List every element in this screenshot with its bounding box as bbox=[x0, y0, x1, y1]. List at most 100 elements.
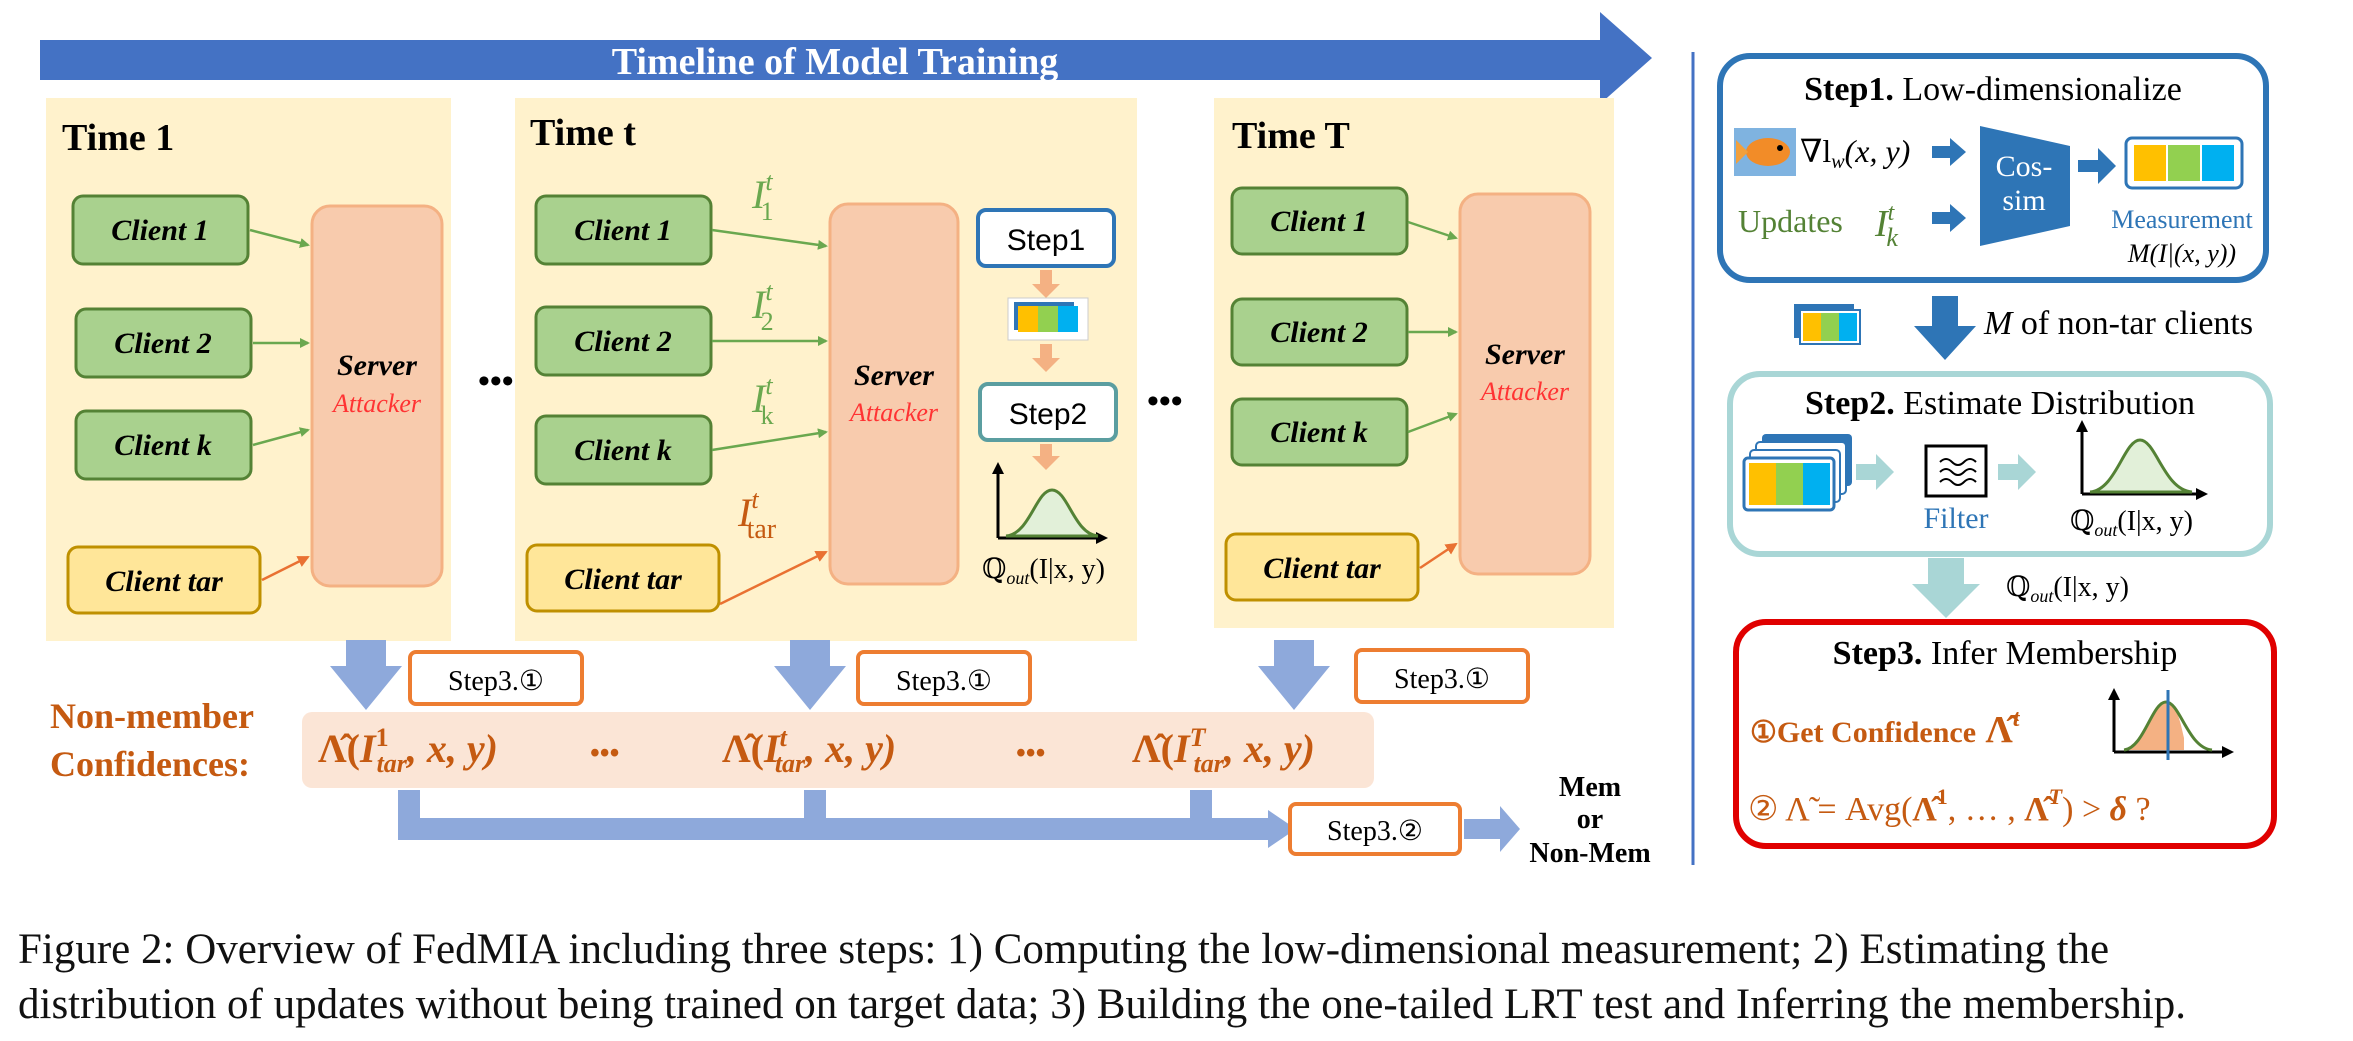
client-box bbox=[71, 194, 250, 266]
down-arrow bbox=[1912, 558, 1980, 618]
client-box bbox=[534, 194, 713, 266]
stacked-measurements bbox=[1742, 434, 1852, 512]
panel-title: Time t bbox=[530, 112, 636, 154]
server-box: Server Attacker bbox=[310, 204, 444, 588]
goldfish-image bbox=[1734, 128, 1796, 176]
down-arrow-time-t bbox=[774, 640, 846, 710]
step2-box: Step2. Estimate Distribution Filter ℚout… bbox=[1727, 371, 2273, 557]
svg-text:Mem: Mem bbox=[1559, 772, 1621, 803]
distribution-curve-icon bbox=[992, 462, 1108, 544]
client-label: Client 2 bbox=[114, 327, 212, 360]
client-label: Client 2 bbox=[1270, 316, 1368, 349]
svg-text:Non-Mem: Non-Mem bbox=[1529, 838, 1650, 869]
svg-text:Measurement: Measurement bbox=[2111, 205, 2253, 234]
svg-text:Attacker: Attacker bbox=[1479, 377, 1570, 406]
arrow-icon bbox=[2078, 148, 2116, 184]
result-arrow bbox=[1464, 806, 1520, 852]
down-arrow-time-1 bbox=[330, 640, 402, 710]
svg-text:Server: Server bbox=[1485, 338, 1565, 371]
conf-dots: ••• bbox=[1016, 738, 1045, 769]
svg-text:Step1. Low-dimensionalize: Step1. Low-dimensionalize bbox=[1804, 71, 2182, 108]
aggregation-bracket bbox=[398, 790, 1296, 848]
get-confidence: ①Get Confidence Λ̂t bbox=[1750, 706, 2021, 751]
svg-text:Step2. Estimate Distribution: Step2. Estimate Distribution bbox=[1805, 385, 2195, 422]
gradient-label: ∇lw(x, y) bbox=[1800, 133, 1910, 173]
step3-badge-2: Step3.② bbox=[1288, 802, 1462, 856]
step3-badge: Step3.① bbox=[408, 650, 584, 706]
down-arrow-time-T bbox=[1258, 640, 1330, 710]
svg-text:Server: Server bbox=[854, 359, 934, 392]
ellipsis: ••• bbox=[1147, 383, 1183, 420]
client-label: Client 2 bbox=[574, 325, 672, 358]
client-label: Client k bbox=[1270, 416, 1368, 449]
svg-text:sim: sim bbox=[2002, 184, 2045, 217]
step3-box: Step3. Infer Membership ①Get Confidence … bbox=[1733, 619, 2277, 849]
arrow-icon bbox=[1856, 454, 1894, 490]
client-box bbox=[534, 305, 713, 377]
timeline-arrow: Timeline of Model Training bbox=[40, 12, 1652, 104]
inline-step2: Step2 bbox=[978, 382, 1118, 442]
down-arrow bbox=[1032, 444, 1060, 470]
client-label: Client k bbox=[574, 434, 672, 467]
arrow-icon bbox=[1998, 454, 2036, 490]
step3-badge: Step3.① bbox=[856, 650, 1032, 706]
caption-line-1: Figure 2: Overview of FedMIA including t… bbox=[18, 926, 2110, 973]
client-label: Client tar bbox=[564, 563, 682, 596]
client-label: Client k bbox=[114, 429, 212, 462]
cossim-block bbox=[1980, 126, 2070, 246]
inline-step1: Step1 bbox=[976, 208, 1116, 268]
client-label: Client 1 bbox=[111, 214, 209, 247]
figure-caption: Figure 2: Overview of FedMIA including t… bbox=[18, 922, 2338, 1032]
caption-line-2: distribution of updates without being tr… bbox=[18, 981, 2187, 1028]
svg-text:Step2: Step2 bbox=[1009, 398, 1087, 431]
membership-condition: ② Λ̃ = Avg(Λ̂1, … , Λ̂T) > δ ? bbox=[1748, 784, 2151, 828]
svg-text:Attacker: Attacker bbox=[331, 389, 422, 418]
ellipsis: ••• bbox=[478, 363, 514, 400]
client-label: Client tar bbox=[1263, 552, 1381, 585]
client-box bbox=[74, 409, 253, 481]
client-tar-box bbox=[1224, 532, 1420, 602]
down-arrow bbox=[1914, 296, 1976, 360]
panel-title: Time T bbox=[1232, 115, 1350, 157]
client-label: Client 1 bbox=[574, 214, 672, 247]
timeline-label: Timeline of Model Training bbox=[612, 41, 1059, 83]
tail-distribution-icon bbox=[2108, 688, 2234, 760]
svg-text:Step3.①: Step3.① bbox=[448, 666, 544, 697]
svg-text:Step1: Step1 bbox=[1007, 224, 1085, 257]
nonmember-label: Non-member Confidences: bbox=[50, 696, 254, 784]
svg-text:M(I|(x, y)): M(I|(x, y)) bbox=[2127, 239, 2236, 268]
down-arrow bbox=[1032, 270, 1060, 298]
client-tar-box bbox=[525, 543, 721, 613]
conf-dots: ••• bbox=[590, 738, 619, 769]
svg-text:Step3.②: Step3.② bbox=[1327, 816, 1423, 847]
step1-box: Step1. Low-dimensionalize ∇lw(x, y) Upda… bbox=[1717, 53, 2269, 283]
svg-text:or: or bbox=[1577, 804, 1603, 835]
svg-text:Server: Server bbox=[337, 349, 417, 382]
svg-text:Cos-: Cos- bbox=[1996, 150, 2053, 183]
updates-label: Updates bbox=[1738, 203, 1843, 239]
client-box bbox=[1230, 297, 1409, 367]
client-box bbox=[1230, 186, 1409, 256]
client-label: Client 1 bbox=[1270, 205, 1368, 238]
dist-label: ℚout(I|x, y) bbox=[982, 554, 1105, 588]
result-label: Mem or Non-Mem bbox=[1529, 772, 1650, 869]
down-arrow bbox=[1032, 344, 1060, 372]
client-box bbox=[74, 307, 253, 379]
svg-text:Confidences:: Confidences: bbox=[50, 744, 250, 784]
svg-text:Step3.①: Step3.① bbox=[896, 666, 992, 697]
svg-text:Filter: Filter bbox=[1924, 502, 1989, 535]
stacked-measurement-icon bbox=[1007, 297, 1089, 341]
client-tar-box bbox=[66, 545, 262, 615]
svg-text:Attacker: Attacker bbox=[848, 398, 939, 427]
svg-text:Step3. Infer Membership: Step3. Infer Membership bbox=[1833, 635, 2178, 672]
server-box: Server Attacker bbox=[828, 202, 960, 586]
confidences-band bbox=[302, 712, 1374, 788]
measurement-icon bbox=[2124, 136, 2244, 190]
